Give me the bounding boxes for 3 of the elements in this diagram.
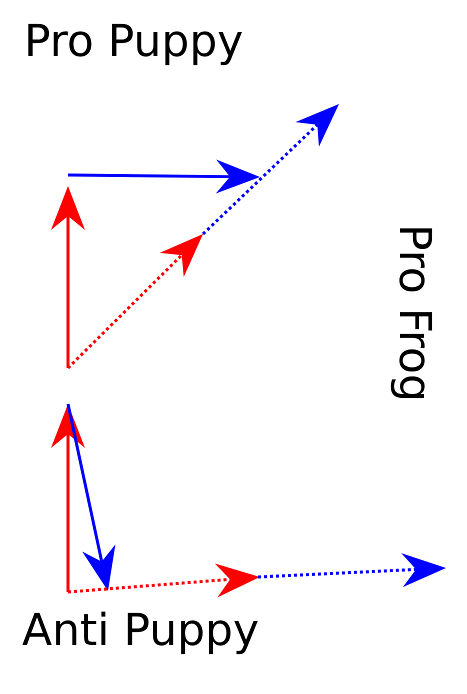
axis-label: Anti Puppy: [22, 609, 259, 653]
axis-label: Pro Puppy: [24, 20, 244, 64]
axis-label: Pro Frog: [392, 224, 436, 402]
